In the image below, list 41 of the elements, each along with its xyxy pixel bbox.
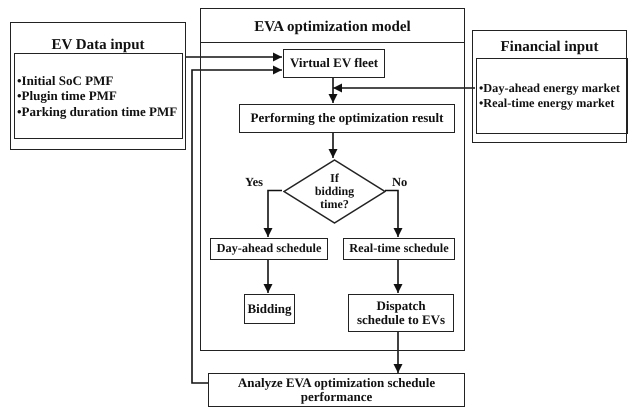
- arrow: [394, 331, 402, 373]
- bullet-item: •Real-time energy market: [479, 96, 616, 111]
- process-box: [244, 294, 295, 324]
- bullet-item: •Day-ahead energy market: [479, 81, 620, 96]
- arrow: [328, 132, 338, 158]
- list-box: [14, 53, 183, 139]
- edge-label: No: [392, 176, 408, 188]
- arrow: [264, 259, 272, 293]
- panel-title: EV Data input: [50, 37, 146, 54]
- process-box: [208, 373, 465, 407]
- box-text: Analyze EVA optimization schedule performance: [236, 376, 436, 404]
- box-text: If bidding time?: [314, 172, 356, 212]
- list-box: [476, 58, 628, 134]
- arrow: [264, 190, 282, 237]
- box-text: Day-ahead schedule: [216, 242, 322, 256]
- group-panel: [10, 22, 186, 150]
- panel-title: Financial input: [500, 39, 600, 56]
- process-box: [343, 238, 455, 260]
- process-box: [239, 104, 455, 133]
- arrow: [191, 66, 282, 384]
- bullet-item: •Initial SoC PMF: [17, 72, 114, 88]
- group-panel: [472, 30, 627, 143]
- arrow: [333, 84, 475, 92]
- box-text: Virtual EV fleet: [290, 56, 378, 71]
- bullet-item: •Parking duration time PMF: [17, 104, 178, 120]
- decision-diamond: [283, 159, 386, 224]
- process-box: [348, 294, 454, 332]
- box-text: Real-time schedule: [349, 242, 449, 256]
- process-box: [283, 49, 385, 78]
- box-text: Performing the optimization result: [250, 111, 444, 126]
- panel-title: EVA optimization model: [253, 19, 412, 36]
- arrow: [328, 77, 338, 103]
- box-text: Bidding: [247, 302, 292, 316]
- arrow: [394, 259, 402, 293]
- bullet-item: •Plugin time PMF: [17, 88, 118, 104]
- process-box: [210, 238, 328, 260]
- arrow: [186, 52, 282, 62]
- edge-label: Yes: [244, 176, 263, 188]
- box-text: Dispatch schedule to EVs: [356, 298, 446, 328]
- group-panel: [200, 8, 465, 351]
- arrow: [385, 190, 402, 237]
